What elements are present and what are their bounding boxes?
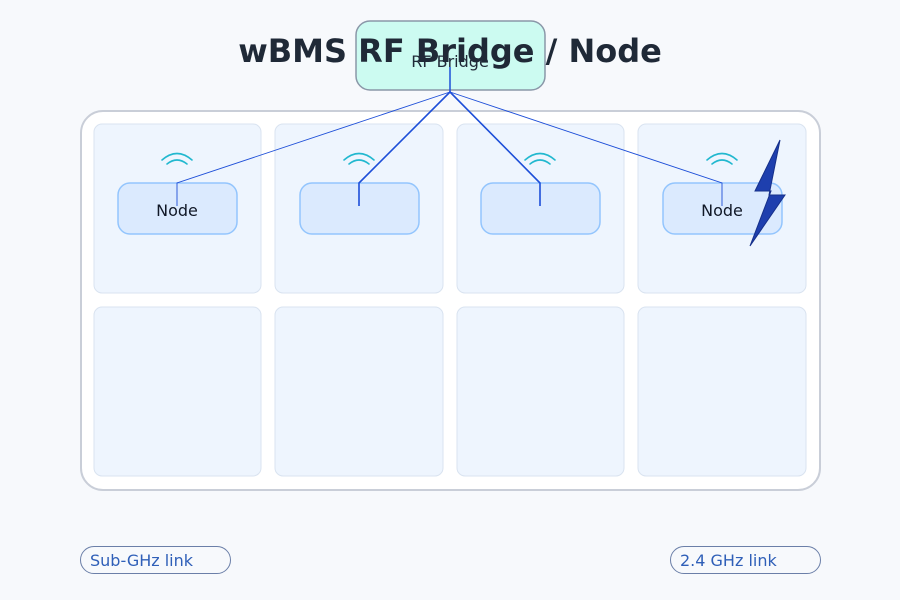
legend-2-4-ghz-link[interactable]: 2.4 GHz link	[670, 546, 821, 574]
sub-ghz-link	[449, 91, 723, 206]
wifi-icon	[706, 152, 738, 165]
wifi-icon	[161, 152, 193, 165]
rf-bridge-label: RF Bridge	[411, 52, 489, 71]
module-cell	[456, 306, 625, 477]
node-label: Node	[701, 201, 743, 220]
rf-links	[176, 91, 723, 206]
ghz-24-link	[358, 91, 451, 206]
battery-pack-frame	[80, 110, 821, 491]
legend-sub-ghz-link[interactable]: Sub-GHz link	[80, 546, 231, 574]
lightning-bolt-icon	[749, 139, 786, 247]
page-title: wBMS RF Bridge / Node	[238, 32, 662, 70]
node-box[interactable]	[662, 182, 783, 235]
module-cell	[93, 306, 262, 477]
node-label: Node	[156, 201, 198, 220]
wifi-icon	[343, 152, 375, 165]
module-cell	[274, 306, 444, 477]
ghz-24-link	[449, 91, 541, 206]
sub-ghz-link	[176, 91, 451, 206]
module-cell	[637, 306, 807, 477]
wifi-icon	[524, 152, 556, 165]
